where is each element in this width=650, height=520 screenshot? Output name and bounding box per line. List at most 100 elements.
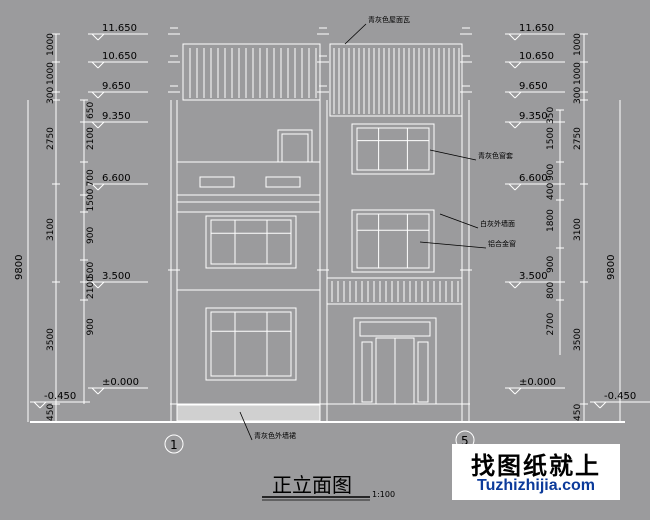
elevation-mark-left: ±0.000 [102,377,139,388]
stair-window-inner [281,133,309,163]
elevation-mark-right: 10.650 [519,51,554,62]
elevation-mark-right: 11.650 [519,23,554,34]
elevation-tick [97,281,105,289]
window-2f-right [356,213,430,269]
axis-label-5: 5 [461,434,469,448]
dim-left-inner: 650 [86,102,96,119]
dim-right-inner: 1800 [546,209,556,232]
dim-right-inner: 800 [546,282,556,299]
window-1f-left [210,311,292,377]
dim-left-outer: 1000 [46,62,56,85]
dim-right-inner: 1500 [546,127,556,150]
elevation-mark-right: 3.500 [519,271,548,282]
dim-right-outer: 3100 [573,218,583,241]
dim-left-inner: 700 [86,169,96,186]
elevation-mark-left: 3.500 [102,271,131,282]
elevation-tick [593,401,601,409]
elevation-tick [91,33,99,41]
elevation-mark-left: 10.650 [102,51,137,62]
elevation-tick [514,121,522,129]
dim-left-outer: 450 [46,404,56,421]
dim-right-outer: 2750 [573,127,583,150]
dim-right-inner: 900 [546,164,556,181]
elevation-tick [97,183,105,191]
annotation-window-cover: 青灰色窗套 [478,151,513,160]
elevation-tick [508,183,516,191]
brand-watermark: 找图纸就上 Tuzhizhijia.com [452,444,620,500]
roof-tiles-right [329,43,463,117]
elevation-tick [39,401,47,409]
elevation-tick [97,91,105,99]
elevation-tick [514,281,522,289]
brand-en: Tuzhizhijia.com [477,477,595,494]
dim-right-inner: 350 [546,107,556,124]
elevation-tick [514,33,522,41]
elevation-tick [514,387,522,395]
dim-left-outer: 3500 [46,328,56,351]
elevation-tick [91,91,99,99]
dim-right-inner: 2700 [546,312,556,335]
elevation-tick [97,61,105,69]
elevation-tick [508,33,516,41]
annotation-roof-tile: 青灰色屋面瓦 [368,15,410,24]
annotation-alu-window: 铝合金窗 [488,239,516,248]
elevation-mark-left: 9.350 [102,111,131,122]
elevation-mark-right: -0.450 [604,391,636,402]
elevation-mark-left: 6.600 [102,173,131,184]
window-2f-left-frame [205,215,297,269]
door-side-panel [417,341,429,403]
dim-right-inner: 900 [546,256,556,273]
dim-left-outer: 3100 [46,218,56,241]
dim-right-outer: 300 [573,87,583,104]
dim-right-inner: 400 [546,183,556,200]
elevation-mark-right: ±0.000 [519,377,556,388]
elevation-tick [97,121,105,129]
window-1f-left-frame [205,307,297,381]
dim-left-outer: 300 [46,87,56,104]
dim-right-total: 9800 [606,255,617,280]
dim-left-total: 9800 [14,255,25,280]
elevation-tick [91,121,99,129]
window-2f-left [210,219,292,265]
vent-grille [199,176,235,188]
elevation-tick [508,121,516,129]
stair-window [277,129,313,163]
elevation-tick [514,183,522,191]
dim-right-outer: 3500 [573,328,583,351]
dim-left-inner: 900 [86,318,96,335]
elevation-mark-right: 6.600 [519,173,548,184]
annotation-plinth-wall: 青灰色外墙裙 [254,431,296,440]
door-side-panel [361,341,373,403]
axis-label-1: 1 [170,438,178,452]
dim-left-outer: 2750 [46,127,56,150]
elevation-tick [508,281,516,289]
window-2f-right-frame [351,209,435,273]
elevation-tick [514,61,522,69]
elevation-tick [97,387,105,395]
vent-grille [265,176,301,188]
drawing-scale: 1:100 [372,490,395,499]
dim-left-inner: 2100 [86,127,96,150]
dim-left-inner: 2100 [86,276,96,299]
elevation-tick [599,401,607,409]
window-3f-right-frame [351,123,435,175]
axis-bubble-1 [164,434,184,454]
elevation-mark-left: 11.650 [102,23,137,34]
balcony-band [176,201,321,213]
window-3f-right [356,127,430,171]
elevation-tick [508,387,516,395]
dim-left-outer: 1000 [46,33,56,56]
plinth-hatch [176,404,321,422]
elevation-mark-right: 9.650 [519,81,548,92]
dim-left-inner: 1500 [86,188,96,211]
dim-left-inner: 900 [86,227,96,244]
elevation-tick [91,61,99,69]
annotation-white-wall: 白灰外墙面 [480,219,515,228]
elevation-tick [508,61,516,69]
elevation-tick [91,387,99,395]
drawing-title: 正立面图 [272,473,352,497]
roof-parapet-left [182,43,321,101]
brand-cn: 找图纸就上 [471,452,601,480]
